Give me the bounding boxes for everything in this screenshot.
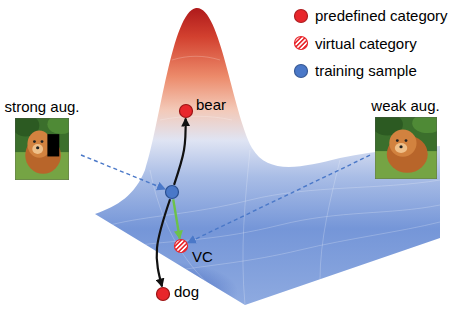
- mesh-line: [150, 170, 215, 290]
- augmentation-label: strong aug.: [3, 98, 81, 115]
- dog-eye: [404, 139, 407, 142]
- legend-swatch: [293, 35, 309, 51]
- photo-tree: [412, 117, 437, 133]
- point-circle: [175, 240, 188, 253]
- augmented-image: strong aug.: [3, 98, 81, 180]
- dog-eye: [395, 139, 398, 142]
- legend-entry: virtual category: [293, 30, 448, 58]
- direction-arrow: [173, 199, 180, 238]
- point-marker: [164, 184, 180, 200]
- loss-surface: [95, 8, 440, 305]
- dog-muzzle: [32, 144, 43, 154]
- augmentation-link: [188, 155, 370, 243]
- point-circle: [157, 288, 170, 301]
- point-circle: [166, 186, 179, 199]
- mesh-line: [140, 205, 440, 245]
- legend-text: virtual category: [315, 35, 417, 52]
- augmentation-label: weak aug.: [370, 97, 441, 114]
- point-marker: [173, 238, 189, 254]
- legend-entry: training sample: [293, 57, 448, 85]
- legend-text: predefined category: [315, 7, 448, 24]
- legend-swatch: [293, 8, 309, 24]
- dog-photo: [15, 118, 69, 180]
- dog-muzzle: [394, 143, 406, 153]
- mesh-line: [180, 222, 440, 270]
- dog-head: [389, 130, 416, 157]
- photo-frame: [375, 117, 437, 179]
- legend-swatch: [293, 63, 309, 79]
- dog-eye: [33, 140, 36, 143]
- dog-eye: [41, 140, 44, 143]
- mesh-line: [172, 56, 220, 60]
- photo-tree: [47, 118, 69, 134]
- legend-entry: predefined category: [293, 2, 448, 30]
- legend-dot: [295, 37, 308, 50]
- dog-photo: [375, 117, 437, 179]
- category-point: VC: [174, 239, 188, 253]
- legend-text: training sample: [315, 62, 417, 79]
- cutout-mask: [47, 134, 59, 156]
- photo-frame: [15, 118, 69, 180]
- direction-arrow: [157, 199, 170, 286]
- dog-nose: [36, 146, 39, 149]
- legend-dot: [295, 64, 308, 77]
- point-circle: [180, 105, 193, 118]
- point-marker: [155, 286, 171, 302]
- category-label: VC: [192, 248, 213, 265]
- category-point: [165, 185, 179, 199]
- augmentation-link: [81, 155, 165, 189]
- point-marker: [178, 103, 194, 119]
- direction-arrow: [174, 118, 186, 184]
- category-point: dog: [156, 287, 170, 301]
- mesh-line: [160, 116, 232, 120]
- legend-dot: [295, 9, 308, 22]
- augmented-image: weak aug.: [370, 97, 441, 179]
- dog-nose: [399, 145, 402, 148]
- category-label: bear: [196, 96, 226, 113]
- valley-shade: [98, 262, 238, 310]
- legend: predefined category virtual category train…: [293, 2, 448, 85]
- category-label: dog: [174, 283, 199, 300]
- mesh-line: [243, 150, 250, 305]
- category-point: bear: [179, 104, 193, 118]
- surface-mesh: [110, 56, 440, 305]
